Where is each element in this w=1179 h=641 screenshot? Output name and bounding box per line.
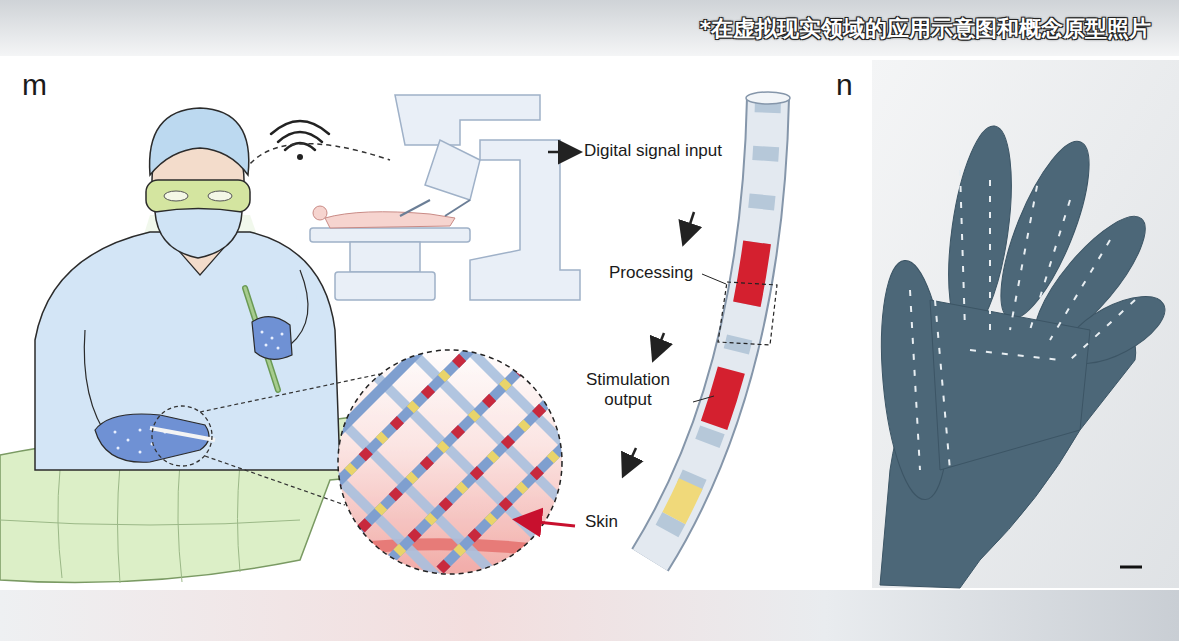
flow-label: Processing bbox=[609, 263, 693, 283]
flow-label: Digital signal input bbox=[584, 141, 722, 161]
caption-text: *在虚拟现实领域的应用示意图和概念原型照片 bbox=[699, 14, 1151, 44]
panel-letter: m bbox=[22, 68, 47, 103]
panel-letter: n bbox=[836, 68, 853, 103]
flow-label: Skin bbox=[585, 512, 618, 532]
flow-label: Stimulation output bbox=[574, 370, 682, 409]
